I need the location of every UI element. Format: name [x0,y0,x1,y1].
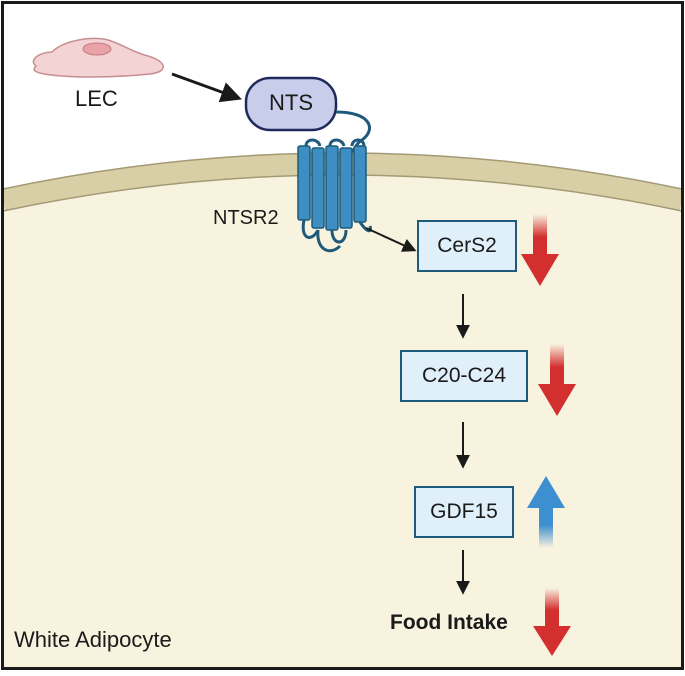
c20c24-box: C20-C24 [400,350,528,402]
nts-label: NTS [269,90,313,115]
ntsr2-label: NTSR2 [213,207,279,229]
decrease-arrow-food-intake [533,588,571,656]
gdf15-box: GDF15 [414,486,514,538]
cers2-box: CerS2 [417,220,517,272]
ntsr2-receptor-icon [297,138,372,253]
increase-arrow-gdf15 [527,476,565,548]
arrow-lec-to-nts [171,72,242,103]
cell-type-label: White Adipocyte [14,627,172,652]
cytoplasm [3,164,682,668]
food-intake-label: Food Intake [390,611,508,634]
lec-label: LEC [75,86,118,111]
lec-cell-icon [32,37,164,78]
decrease-arrow-c20c24 [538,344,576,416]
nts-ligand-shape [244,76,338,132]
arrow-ntsr2-to-cers2 [365,227,417,252]
decrease-arrow-cers2 [521,214,559,286]
